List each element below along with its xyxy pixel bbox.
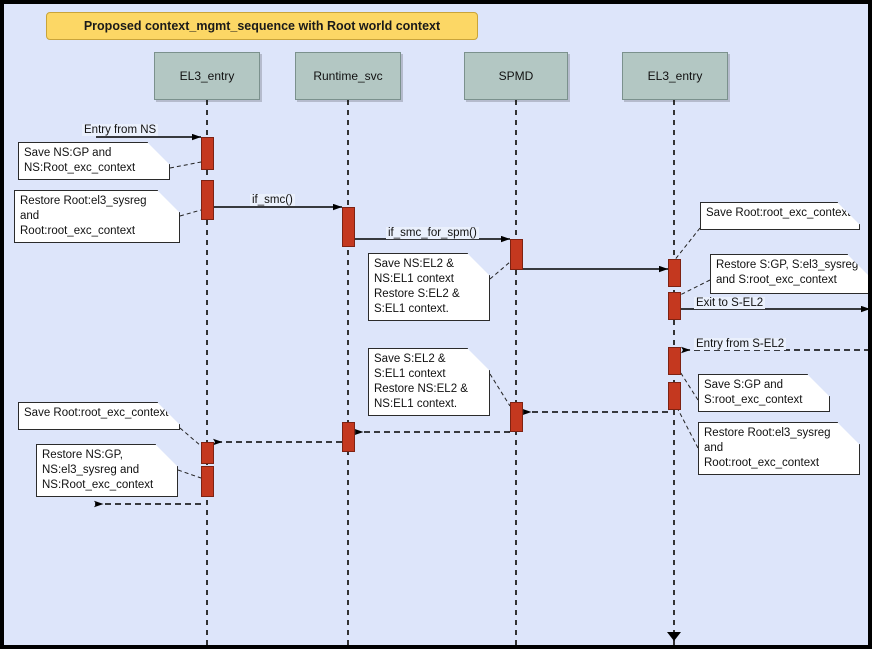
activation-bar[interactable] (668, 259, 681, 287)
lifeline-header-label: EL3_entry (179, 69, 235, 83)
note-n2[interactable]: Restore Root:el3_sysreg and Root:root_ex… (14, 190, 180, 243)
note-fold-corner-icon (847, 254, 868, 277)
note-text: Save NS:EL2 & NS:EL1 context Restore S:E… (374, 258, 460, 315)
lifeline-header-label: EL3_entry (647, 69, 703, 83)
message-label: Exit to S-EL2 (694, 297, 766, 309)
lifeline-terminator-arrow (667, 632, 681, 641)
note-n10[interactable]: Restore NS:GP, NS:el3_sysreg and NS:Root… (36, 444, 178, 497)
note-fold-corner-icon (807, 374, 830, 397)
activation-bar[interactable] (342, 207, 355, 247)
diagram-vector-layer (94, 100, 868, 645)
lifeline-header-el3_entry-0[interactable]: EL3_entry (154, 52, 260, 100)
note-fold-corner-icon (837, 422, 860, 445)
activation-bar[interactable] (510, 239, 523, 270)
note-text: Save Root:root_exc_context (24, 407, 169, 419)
note-text: Save Root:root_exc_context (706, 207, 851, 219)
note-fold-corner-icon (157, 190, 180, 213)
note-connector (489, 373, 511, 407)
note-text: Restore S:GP, S:el3_sysreg and S:root_ex… (716, 259, 859, 286)
note-n9[interactable]: Save Root:root_exc_context (18, 402, 180, 430)
note-text: Restore Root:el3_sysreg and Root:root_ex… (20, 195, 147, 237)
activation-bar[interactable] (342, 422, 355, 452)
note-n4[interactable]: Save S:EL2 & S:EL1 context Restore NS:EL… (368, 348, 490, 416)
activation-bar[interactable] (510, 402, 523, 432)
message-label: if_smc_for_spm() (386, 227, 479, 239)
activation-bar[interactable] (668, 292, 681, 320)
page-title: Proposed context_mgmt_sequence with Root… (83, 19, 441, 33)
diagram-title-banner: Proposed context_mgmt_sequence with Root… (46, 12, 478, 40)
note-connector (179, 427, 202, 447)
note-connector (489, 261, 511, 280)
note-n5[interactable]: Save Root:root_exc_context (700, 202, 860, 230)
note-n8[interactable]: Restore Root:el3_sysreg and Root:root_ex… (698, 422, 860, 475)
terminator-arrowhead-icon (667, 632, 681, 641)
note-fold-corner-icon (467, 253, 490, 276)
note-connector (179, 209, 202, 217)
activation-bar[interactable] (201, 180, 214, 220)
lifeline-header-el3_entry-3[interactable]: EL3_entry (622, 52, 728, 100)
message-arrows (94, 133, 868, 508)
message-label: if_smc() (250, 194, 295, 206)
note-n1[interactable]: Save NS:GP and NS:Root_exc_context (18, 142, 170, 180)
lifeline-header-spmd-2[interactable]: SPMD (464, 52, 568, 100)
lifeline-header-label: Runtime_svc (313, 69, 383, 83)
note-connector (177, 469, 202, 479)
note-n7[interactable]: Save S:GP and S:root_exc_context (698, 374, 830, 412)
note-fold-corner-icon (155, 444, 178, 467)
note-text: Restore Root:el3_sysreg and Root:root_ex… (704, 427, 831, 469)
note-connector (169, 161, 202, 169)
note-connector (669, 227, 701, 267)
message-label: Entry from NS (82, 124, 159, 136)
lifeline-header-label: SPMD (498, 69, 534, 83)
note-fold-corner-icon (467, 348, 490, 371)
note-fold-corner-icon (147, 142, 170, 165)
activation-bar[interactable] (201, 442, 214, 464)
note-text: Save NS:GP and NS:Root_exc_context (24, 147, 136, 174)
activation-bar[interactable] (668, 382, 681, 410)
activation-bar[interactable] (668, 347, 681, 375)
note-text: Restore NS:GP, NS:el3_sysreg and NS:Root… (42, 449, 154, 491)
note-n6[interactable]: Restore S:GP, S:el3_sysreg and S:root_ex… (710, 254, 868, 294)
note-fold-corner-icon (157, 402, 180, 425)
note-text: Save S:EL2 & S:EL1 context Restore NS:EL… (374, 353, 468, 410)
lifeline-header-runtime_svc-1[interactable]: Runtime_svc (295, 52, 401, 100)
note-fold-corner-icon (837, 202, 860, 225)
activation-bar[interactable] (201, 137, 214, 170)
message-label: Entry from S-EL2 (694, 338, 787, 350)
activation-bar[interactable] (201, 466, 214, 497)
note-n3[interactable]: Save NS:EL2 & NS:EL1 context Restore S:E… (368, 253, 490, 321)
note-text: Save S:GP and S:root_exc_context (704, 379, 803, 406)
